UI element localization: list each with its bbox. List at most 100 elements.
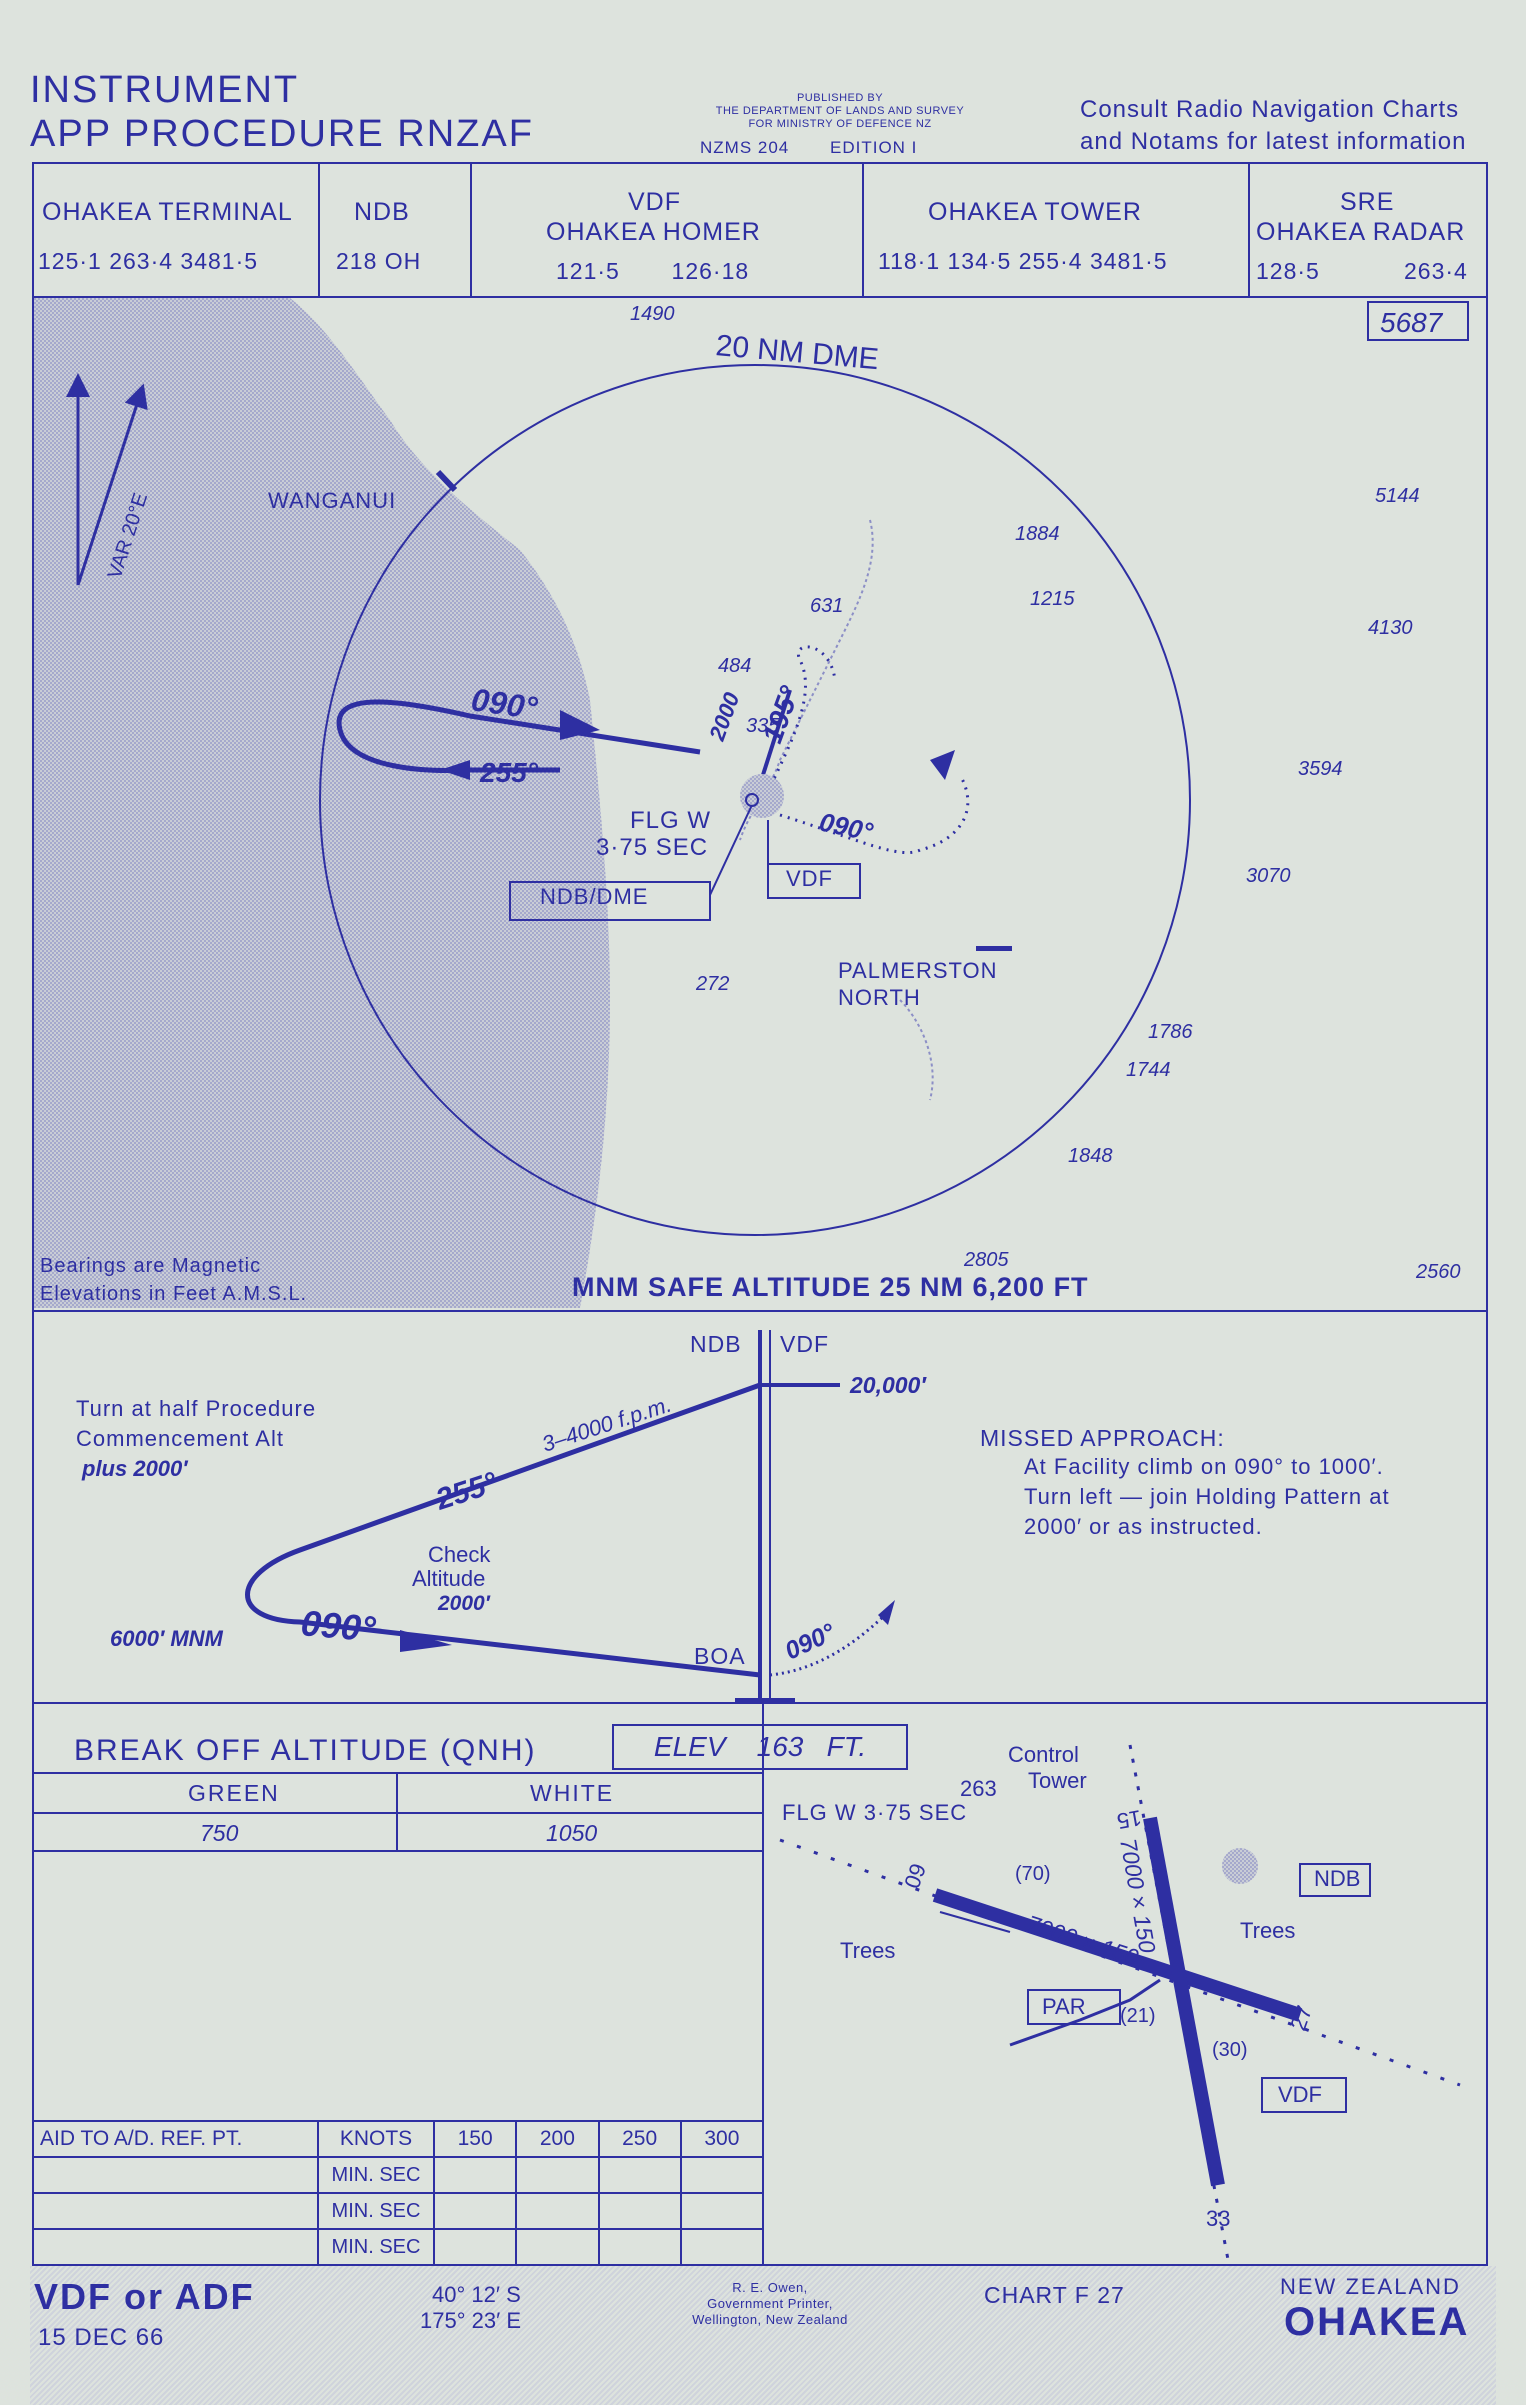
bracket-label: (70)	[1015, 1863, 1051, 1885]
speed-header: 300	[679, 2120, 765, 2158]
aid-header: AID TO A/D. REF. PT.	[32, 2120, 319, 2158]
check-line1: Check	[428, 1542, 491, 1567]
dotted-track	[763, 645, 837, 801]
flg-label: FLG W 3·75 SEC	[782, 1800, 967, 1825]
procedure-turn	[336, 699, 701, 774]
max-elev: 5687	[1380, 307, 1444, 338]
sea-area	[34, 298, 610, 1308]
par-box	[1027, 1989, 1121, 2025]
arrow-head	[878, 1600, 895, 1625]
runway-09-27-dims: 7000 × 150	[1023, 1910, 1141, 1971]
freq-radar-value-b: 263·4	[1404, 258, 1468, 284]
spot-height: 2560	[1415, 1261, 1461, 1283]
turn-note-1: Turn at half Procedure	[76, 1396, 316, 1421]
runway-15-33	[1143, 1816, 1225, 2187]
arrow-head	[400, 1630, 452, 1652]
spot-height: 484	[718, 655, 751, 677]
dme-ring	[319, 364, 1191, 1236]
missed-line-3: 2000′ or as instructed.	[1024, 1514, 1263, 1539]
ndb-symbol	[1222, 1848, 1258, 1884]
profile-minima-divider	[32, 1702, 1488, 1704]
footer-band	[30, 2266, 1496, 2405]
alt-20000: 20,000′	[849, 1372, 927, 1398]
minima-white: WHITE	[530, 1780, 615, 1806]
spot-height: 1744	[1126, 1059, 1171, 1081]
bracket-label: (21)	[1120, 2005, 1156, 2027]
spot-height: 335	[746, 715, 780, 737]
printer-block: R. E. Owen, Government Printer, Wellingt…	[660, 2280, 880, 2328]
min-sec-label: MIN. SEC	[317, 2228, 435, 2266]
spot-height: 5144	[1375, 485, 1420, 507]
town-north: NORTH	[838, 985, 921, 1010]
freq-homer-label: OHAKEA HOMER	[546, 218, 761, 246]
bearings-note: Bearings are Magnetic	[40, 1255, 261, 1277]
freq-vdf-values: 121·5 126·18	[556, 258, 750, 284]
missed-line-2: Turn left — join Holding Pattern at	[1024, 1484, 1390, 1509]
track-outbound-255: 255°	[479, 757, 539, 788]
printer-line: R. E. Owen,	[732, 2280, 808, 2295]
spot-height: 1884	[1015, 523, 1060, 545]
freq-radar-value-a: 128·5	[1256, 258, 1320, 284]
par-label: PAR	[1042, 1994, 1086, 2019]
footer-date: 15 DEC 66	[38, 2324, 165, 2351]
magnetic-north-arrow	[76, 383, 148, 586]
runway-number: 33	[1206, 2206, 1230, 2231]
timing-table: AID TO A/D. REF. PT. KNOTS 150 200 250 3…	[32, 2120, 765, 2266]
holding-flg: FLG W	[630, 807, 711, 834]
divider	[862, 162, 864, 298]
ndb-label: NDB	[1314, 1866, 1360, 1891]
wanganui-mark	[435, 469, 458, 493]
min-sec-label: MIN. SEC	[317, 2192, 435, 2230]
ndb-dme-box	[509, 881, 711, 921]
trees-label: Trees	[1240, 1918, 1295, 1943]
break-off-title: BREAK OFF ALTITUDE (QNH)	[74, 1734, 537, 1767]
vdf-label: VDF	[786, 866, 833, 891]
consult-note-2: and Notams for latest information	[1080, 128, 1467, 155]
edition: EDITION I	[830, 138, 918, 157]
missed-title: MISSED APPROACH:	[980, 1425, 1225, 1451]
leader	[709, 804, 753, 896]
plan-profile-divider	[32, 1310, 1488, 1312]
profile-mnm: 6000′ MNM	[110, 1626, 224, 1651]
chart-number: CHART F 27	[984, 2282, 1125, 2308]
tower-label: Tower	[1028, 1768, 1087, 1793]
ndb-box	[1299, 1863, 1371, 1897]
divider	[1248, 162, 1250, 298]
descent-path	[245, 1382, 761, 1678]
chart-title-line1: INSTRUMENT	[30, 69, 300, 111]
profile-ndb: NDB	[690, 1331, 742, 1357]
ndb-dme-label: NDB/DME	[540, 884, 648, 909]
max-elev-box	[1367, 301, 1469, 341]
freq-tower-label: OHAKEA TOWER	[928, 198, 1142, 226]
minima-green-value: 750	[200, 1820, 239, 1846]
elevation-box: ELEV 163 FT.	[612, 1724, 908, 1770]
footer-country: NEW ZEALAND	[1280, 2274, 1461, 2299]
profile-vdf: VDF	[780, 1331, 829, 1357]
spot-height: 1490	[630, 303, 675, 325]
frequency-panel	[32, 162, 1488, 298]
spot-height: 2805	[963, 1249, 1009, 1271]
footer-place: OHAKEA	[1284, 2300, 1470, 2344]
town-wanganui: WANGANUI	[268, 488, 396, 513]
freq-tower-values: 118·1 134·5 255·4 3481·5	[878, 248, 1168, 274]
min-sec-label: MIN. SEC	[317, 2156, 435, 2194]
speed-header: 200	[515, 2120, 600, 2158]
elev-263: 263	[960, 1776, 997, 1801]
footer-lat: 40° 12′ S	[432, 2282, 521, 2307]
check-alt: 2000′	[437, 1592, 491, 1615]
publisher-line: THE DEPARTMENT OF LANDS AND SURVEY	[715, 105, 965, 117]
vdf-box	[767, 863, 861, 899]
freq-ndb-label: NDB	[354, 198, 410, 226]
rule	[762, 1704, 764, 2264]
rule	[32, 1850, 762, 1852]
spot-height: 1215	[1030, 588, 1075, 610]
knots-header: KNOTS	[317, 2120, 435, 2158]
publisher-line: FOR MINISTRY OF DEFENCE NZ	[748, 118, 932, 130]
runway-number: 15	[1115, 1805, 1143, 1834]
arrow-255	[440, 760, 470, 780]
freq-sre-label: SRE	[1340, 188, 1395, 216]
spot-heights: 1490 1884 1215 631 484 335 5144 4130 359…	[630, 303, 1461, 1283]
spot-height: 272	[695, 973, 729, 995]
